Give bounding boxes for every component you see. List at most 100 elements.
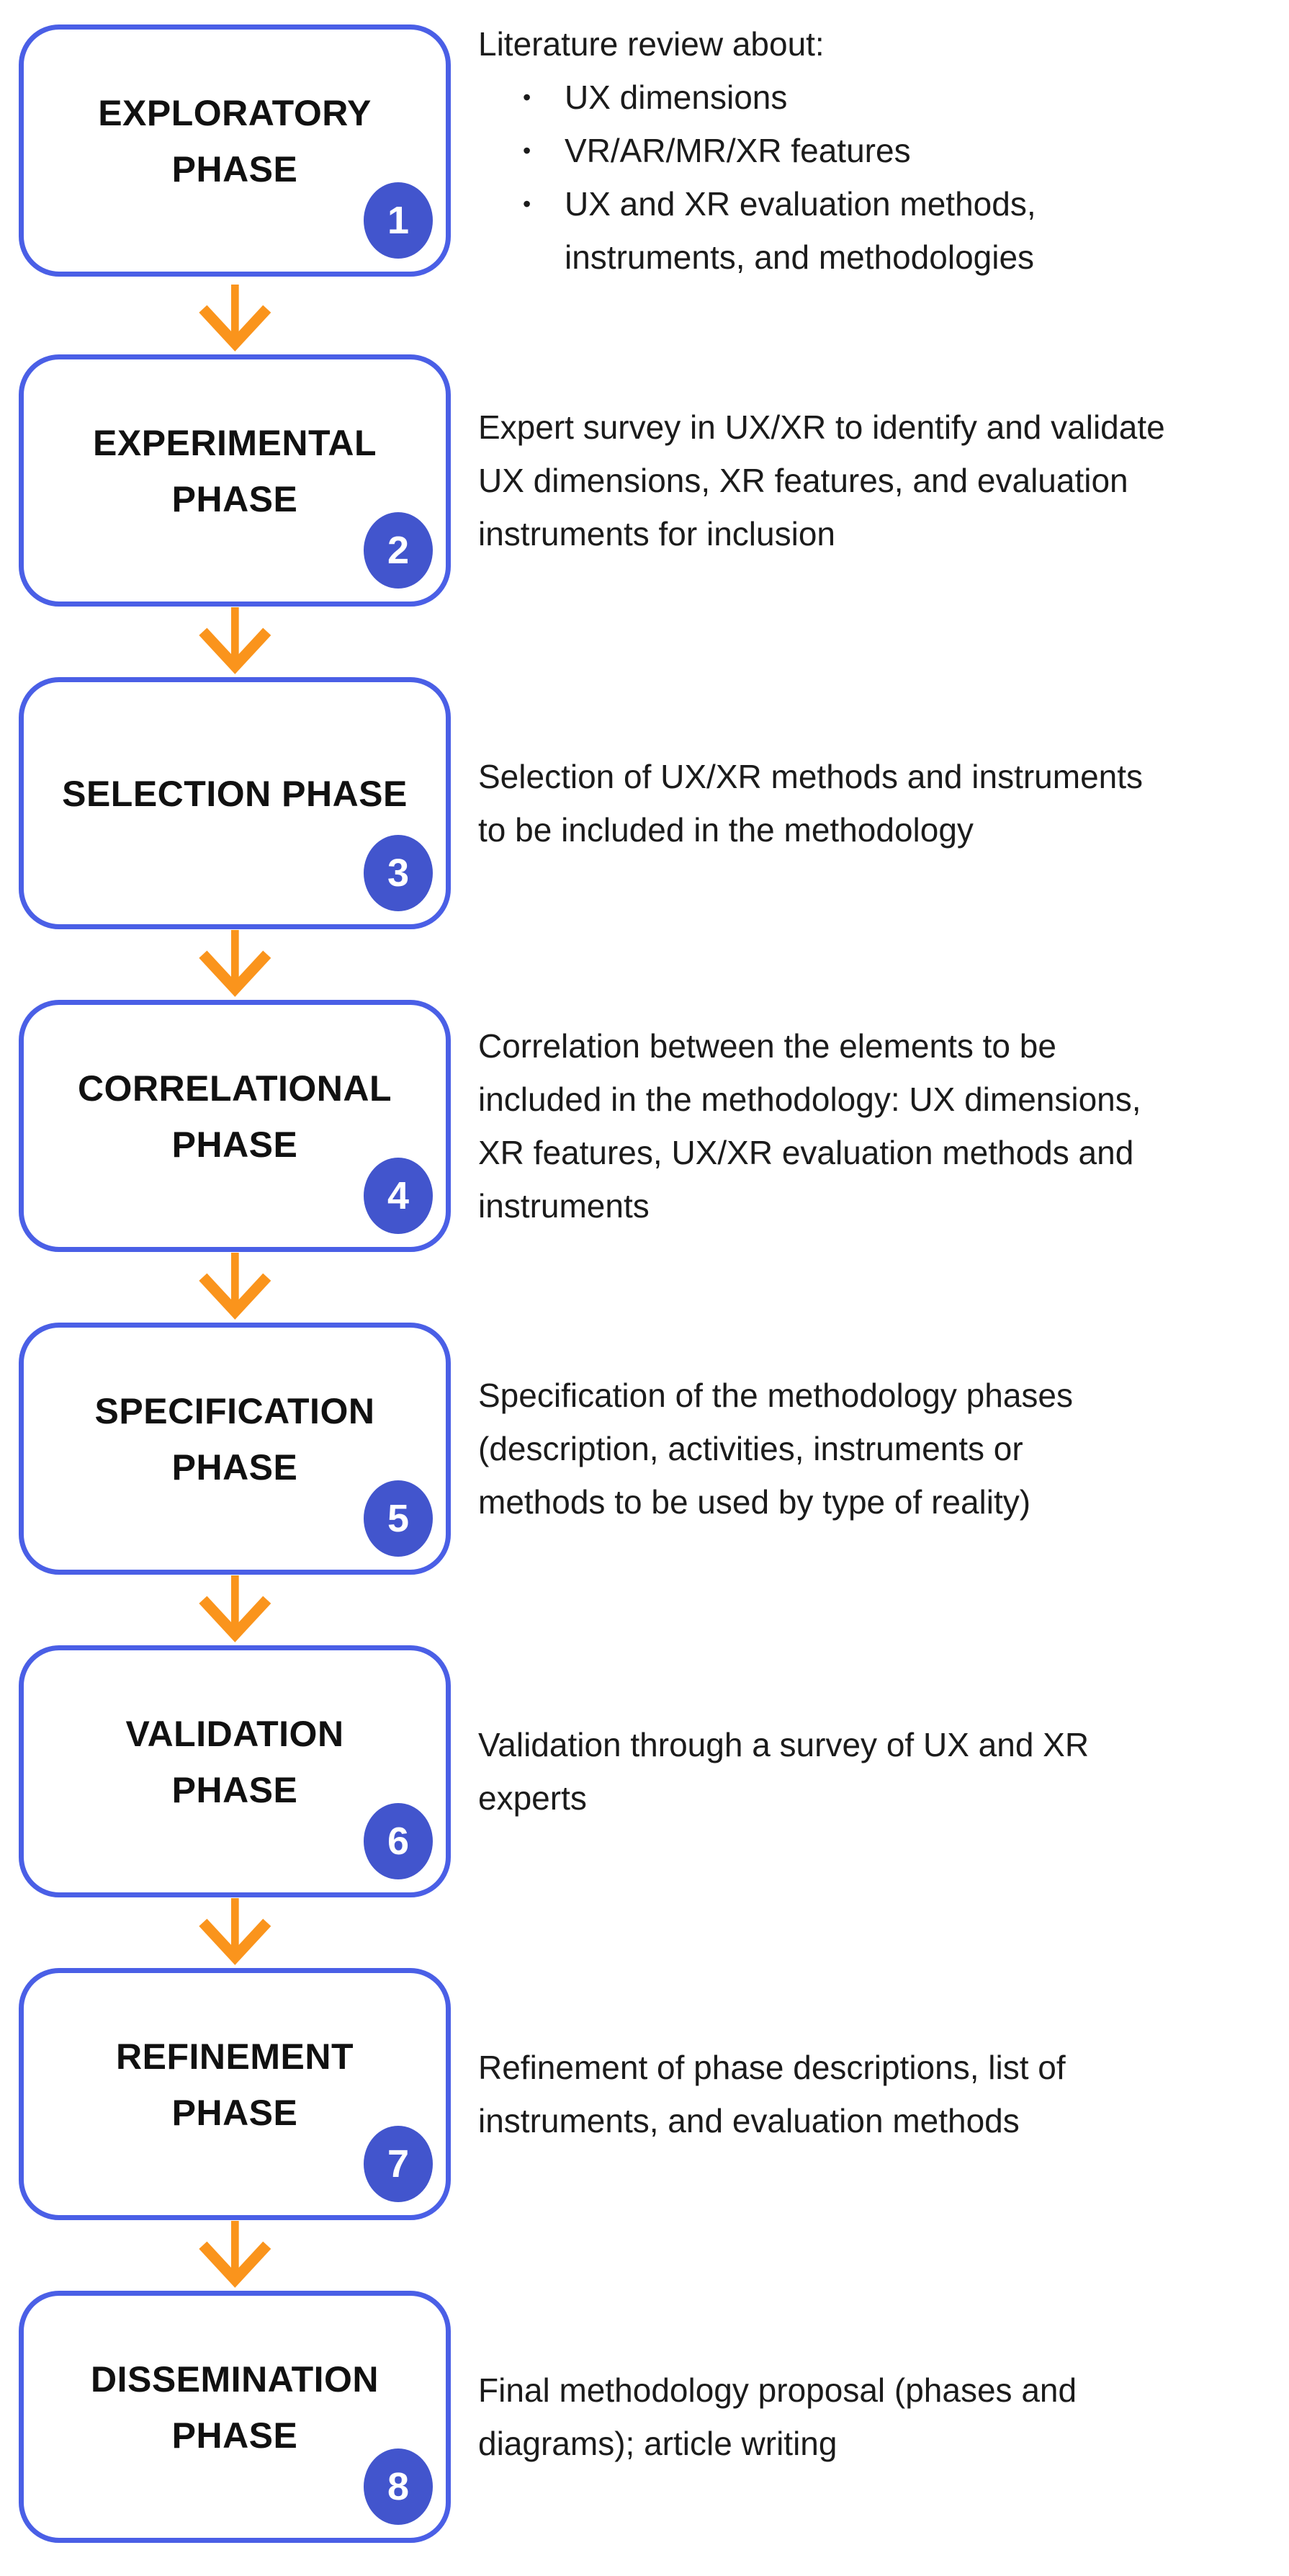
phase-row: EXPLORATORY PHASE 1 Literature review abo…: [19, 17, 1289, 284]
phase-box-column: SELECTION PHASE 3: [19, 677, 451, 929]
description-line: experts: [478, 1779, 587, 1817]
phase-title-line: PHASE: [171, 2415, 298, 2456]
phase-number: 4: [387, 1174, 410, 1217]
description-line: Selection of UX/XR methods and instrumen…: [478, 758, 1144, 795]
bullet-icon: •: [523, 84, 531, 110]
phase-title-line: PHASE: [171, 1124, 298, 1165]
phase-title: CORRELATIONAL PHASE: [24, 1005, 446, 1247]
phase-row: SPECIFICATION PHASE 5 Specification of th…: [19, 1323, 1289, 1575]
phase-description: Validation through a survey of UX and XR…: [478, 1718, 1277, 1825]
phase-box-column: DISSEMINATION PHASE 8: [19, 2291, 451, 2543]
phase-text-column: Selection of UX/XR methods and instrumen…: [478, 750, 1277, 857]
down-arrow-icon: [199, 285, 271, 352]
phase-title-line: EXPERIMENTAL: [93, 423, 377, 463]
description-line: VR/AR/MR/XR features: [565, 132, 911, 169]
phase-number: 5: [387, 1497, 410, 1540]
description-line: Expert survey in UX/XR to identify and v…: [478, 408, 1165, 446]
phase-description: Refinement of phase descriptions, list o…: [478, 2041, 1277, 2147]
description-line: methods to be used by type of reality): [478, 1483, 1031, 1521]
flow-arrow: [19, 607, 451, 677]
phase-text-column: Refinement of phase descriptions, list o…: [478, 2041, 1277, 2147]
bullet-text: UX dimensions: [565, 71, 787, 124]
description-line: Correlation between the elements to be: [478, 1027, 1056, 1065]
description-line: instruments: [478, 1187, 650, 1225]
phase-title-line: PHASE: [171, 479, 298, 519]
phase-title-line: CORRELATIONAL: [77, 1068, 392, 1109]
down-arrow-icon: [199, 1575, 271, 1642]
description-line: (description, activities, instruments or: [478, 1430, 1023, 1467]
phase-rows: EXPLORATORY PHASE 1 Literature review abo…: [19, 17, 1289, 2543]
phase-row: EXPERIMENTAL PHASE 2 Expert survey in UX/…: [19, 354, 1289, 607]
description-line: Validation through a survey of UX and XR: [478, 1726, 1090, 1763]
down-arrow-icon: [199, 2221, 271, 2288]
phase-text-column: Validation through a survey of UX and XR…: [478, 1718, 1277, 1825]
phase-title-line: EXPLORATORY: [98, 93, 372, 133]
flow-arrow: [19, 1252, 451, 1323]
bullet-icon: •: [523, 191, 531, 217]
phase-box-column: EXPLORATORY PHASE 1: [19, 24, 451, 277]
bullet-text: UX and XR evaluation methods, instruments…: [565, 177, 1036, 284]
phase-number: 1: [387, 199, 410, 242]
phase-row: VALIDATION PHASE 6 Validation through a s…: [19, 1645, 1289, 1897]
phase-description: Specification of the methodology phases(…: [478, 1369, 1277, 1529]
phase-number-badge: 3: [364, 835, 433, 911]
bullet-list: • UX dimensions • VR/AR/MR/XR features • UX a…: [478, 71, 1277, 284]
description-intro: Literature review about:: [478, 25, 825, 63]
description-line: Final methodology proposal (phases and: [478, 2371, 1077, 2409]
flow-arrow: [19, 929, 451, 1000]
phase-title: EXPLORATORY PHASE: [24, 30, 446, 272]
flow-arrow: [19, 2220, 451, 2291]
description-line: instruments, and methodologies: [565, 238, 1035, 276]
phase-description: Literature review about: • UX dimensions • V…: [478, 17, 1277, 284]
phase-box: DISSEMINATION PHASE 8: [19, 2291, 451, 2543]
phase-title-line: PHASE: [171, 1770, 298, 1810]
phase-title: EXPERIMENTAL PHASE: [24, 359, 446, 601]
description-line: UX dimensions, XR features, and evaluati…: [478, 462, 1128, 499]
down-arrow-icon: [199, 930, 271, 997]
phase-box: CORRELATIONAL PHASE 4: [19, 1000, 451, 1252]
phase-number-badge: 5: [364, 1480, 433, 1557]
bullet-item: • UX and XR evaluation methods, instrument…: [478, 177, 1277, 284]
phase-number: 7: [387, 2142, 410, 2186]
phase-description: Expert survey in UX/XR to identify and v…: [478, 401, 1277, 560]
phase-number-badge: 4: [364, 1158, 433, 1234]
phase-number-badge: 7: [364, 2126, 433, 2202]
description-line: XR features, UX/XR evaluation methods an…: [478, 1134, 1134, 1171]
phase-box: SPECIFICATION PHASE 5: [19, 1323, 451, 1575]
description-line: to be included in the methodology: [478, 811, 974, 849]
phase-text-column: Correlation between the elements to be in…: [478, 1019, 1277, 1233]
phase-title-line: SPECIFICATION: [94, 1391, 375, 1431]
phase-box-column: CORRELATIONAL PHASE 4: [19, 1000, 451, 1252]
bullet-text: VR/AR/MR/XR features: [565, 124, 911, 177]
down-arrow-icon: [199, 607, 271, 674]
bullet-item: • VR/AR/MR/XR features: [478, 124, 1277, 177]
description-line: diagrams); article writing: [478, 2425, 837, 2462]
phase-number: 3: [387, 851, 410, 895]
phase-number: 2: [387, 529, 410, 572]
phase-description: Correlation between the elements to be in…: [478, 1019, 1277, 1233]
phase-number-badge: 6: [364, 1803, 433, 1879]
phase-title-line: VALIDATION: [125, 1714, 344, 1754]
phase-title-line: REFINEMENT: [116, 2036, 354, 2077]
phase-title-line: DISSEMINATION: [90, 2359, 379, 2400]
phase-box-column: EXPERIMENTAL PHASE 2: [19, 354, 451, 607]
description-line: Refinement of phase descriptions, list o…: [478, 2049, 1066, 2086]
phase-number-badge: 8: [364, 2448, 433, 2525]
phase-box-column: SPECIFICATION PHASE 5: [19, 1323, 451, 1575]
flow-arrow: [19, 1575, 451, 1645]
phase-box: VALIDATION PHASE 6: [19, 1645, 451, 1897]
bullet-icon: •: [523, 138, 531, 164]
phase-row: DISSEMINATION PHASE 8 Final methodology p…: [19, 2291, 1289, 2543]
phase-text-column: Expert survey in UX/XR to identify and v…: [478, 401, 1277, 560]
phase-title-line: PHASE: [171, 149, 298, 189]
phase-title-line: PHASE: [171, 1447, 298, 1488]
description-line: UX and XR evaluation methods,: [565, 185, 1036, 223]
phase-box: SELECTION PHASE 3: [19, 677, 451, 929]
phase-description: Selection of UX/XR methods and instrumen…: [478, 750, 1277, 857]
bullet-item: • UX dimensions: [478, 71, 1277, 124]
description-line: included in the methodology: UX dimensio…: [478, 1081, 1141, 1118]
